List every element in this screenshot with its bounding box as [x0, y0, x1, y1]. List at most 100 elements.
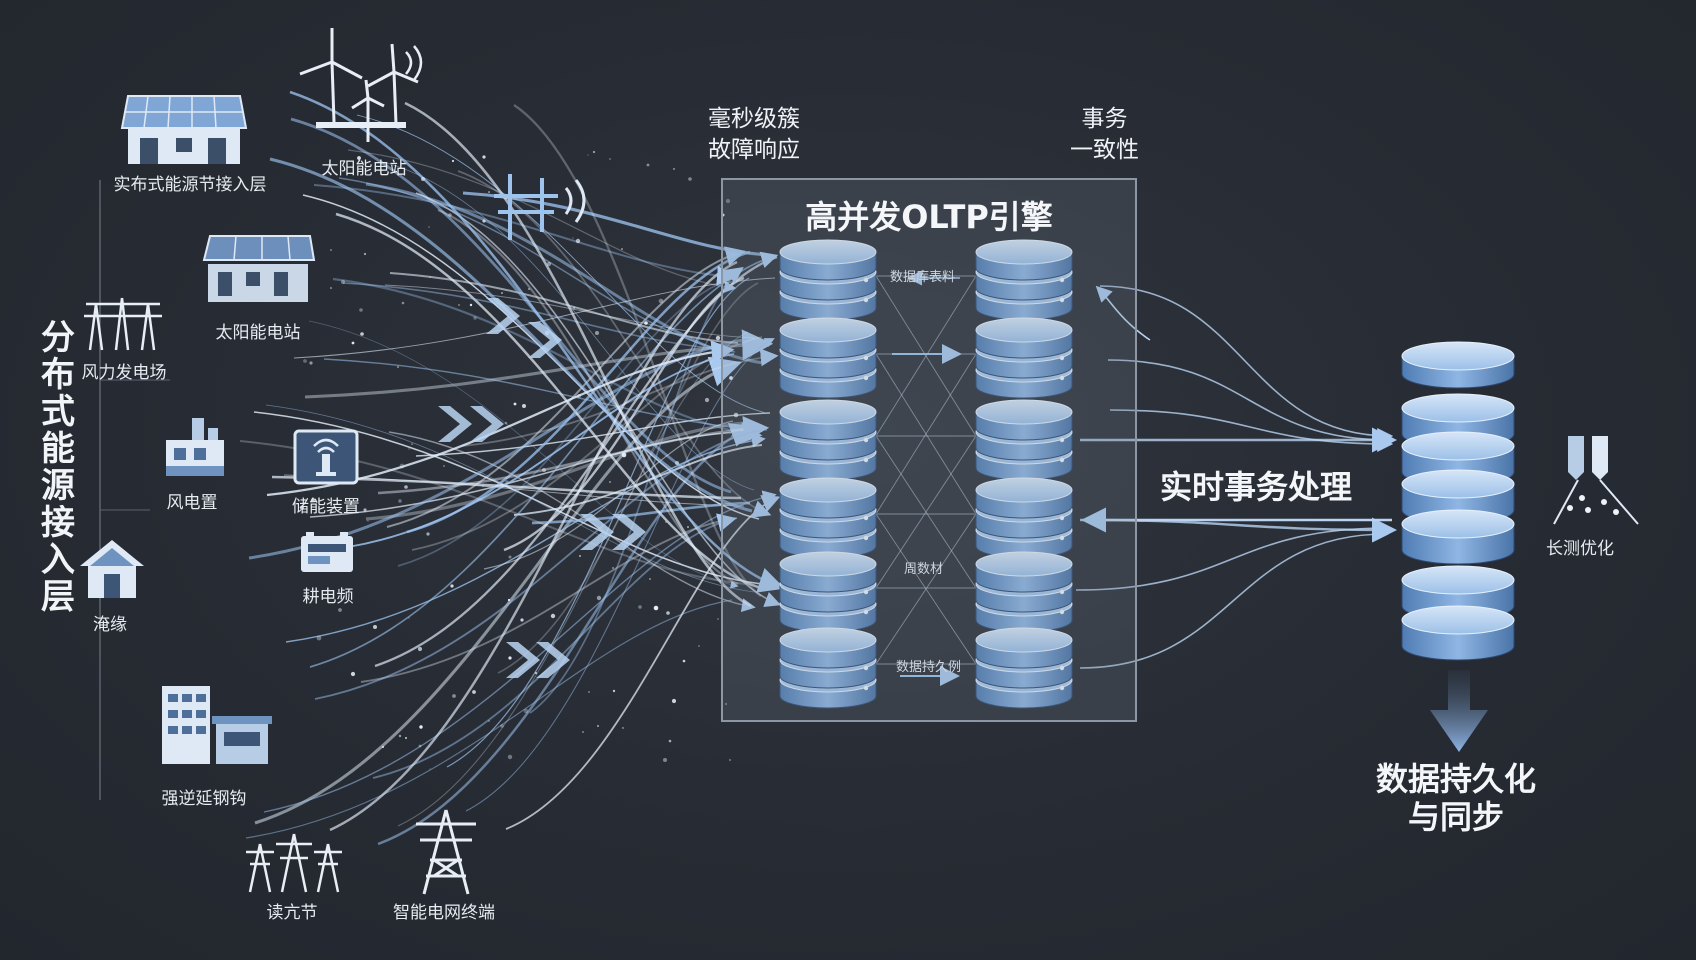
db-node — [779, 239, 877, 321]
flow-chevron — [528, 322, 562, 358]
flow-spark — [588, 691, 590, 693]
engine-label-top: 数据库表料 — [890, 270, 956, 285]
flow-spark — [644, 321, 648, 325]
db-led — [1059, 515, 1065, 521]
flow-spark — [443, 465, 445, 467]
flow-chevron — [470, 406, 504, 442]
storage-cluster — [1401, 341, 1515, 661]
flow-spark — [452, 694, 456, 698]
db-layer — [975, 399, 1073, 441]
flow-spark — [731, 435, 733, 437]
db-disk-top — [779, 477, 877, 503]
flow-spark — [698, 645, 700, 647]
flow-spark — [399, 463, 405, 469]
flow-streak — [323, 358, 768, 431]
db-node — [975, 551, 1073, 633]
flow-spark — [609, 158, 611, 160]
flow-spark — [418, 744, 422, 748]
flow-spark — [508, 656, 512, 660]
flow-spark — [704, 397, 710, 403]
flow-spark — [725, 198, 731, 204]
flow-streak — [404, 101, 752, 608]
cluster-link — [1099, 285, 1394, 444]
persist-down-arrow — [1430, 670, 1488, 752]
flow-spark — [682, 659, 686, 663]
flow-spark — [309, 361, 313, 365]
flow-streak — [313, 184, 737, 286]
flow-spark — [350, 671, 356, 677]
db-disk-top — [975, 627, 1073, 653]
flow-streak — [265, 404, 755, 593]
flow-streak — [269, 157, 753, 513]
flow-spark — [338, 608, 342, 612]
flow-spark — [622, 727, 624, 729]
db-node — [975, 477, 1073, 559]
flow-spark — [404, 485, 408, 489]
db-led — [863, 685, 869, 691]
flow-spark — [523, 708, 529, 714]
flow-spark — [534, 671, 538, 675]
flow-spark — [717, 618, 719, 620]
engine-link — [875, 435, 977, 589]
cluster-disk — [1401, 509, 1515, 565]
flow-streak — [293, 277, 776, 359]
db-led — [1059, 665, 1065, 671]
db-node — [779, 477, 877, 559]
home-label: 淹缘 — [93, 615, 127, 635]
db-disk-top — [779, 399, 877, 425]
flow-spark — [663, 758, 667, 762]
db-disk-top — [975, 551, 1073, 577]
db-led — [1059, 589, 1065, 595]
flow-spark — [469, 303, 473, 307]
flow-chevron — [506, 642, 540, 678]
buildings-label: 强逆延钢钩 — [161, 789, 247, 809]
flow-spark — [646, 163, 650, 167]
wind-turbine-icon — [299, 28, 423, 142]
db-led — [863, 437, 869, 443]
flow-spark — [482, 485, 484, 487]
db-led — [863, 277, 869, 283]
flow-spark — [596, 595, 602, 601]
db-led — [1059, 609, 1065, 615]
db-layer — [779, 627, 877, 669]
flow-spark — [363, 252, 367, 256]
flow-streak — [253, 411, 763, 585]
optimization-icon — [1553, 436, 1639, 525]
flow-spark — [359, 308, 363, 312]
engine-links — [875, 270, 977, 686]
flow-chevron — [438, 406, 472, 442]
oltp-engine-panel: 高并发OLTP引擎 — [721, 178, 1137, 722]
flow-streak — [309, 251, 779, 668]
db-disk-top — [1401, 565, 1515, 595]
flow-streak — [254, 356, 742, 825]
flow-spark — [303, 359, 307, 363]
db-layer — [975, 317, 1073, 359]
db-led — [863, 515, 869, 521]
db-disk-top — [1401, 469, 1515, 499]
meter-label: 耕电频 — [302, 587, 354, 607]
flow-spark — [675, 461, 679, 465]
flow-spark — [576, 393, 582, 399]
db-led — [863, 535, 869, 541]
flow-spark — [595, 331, 599, 335]
flow-streak — [389, 272, 739, 344]
flow-spark — [587, 154, 589, 156]
flow-spark — [357, 156, 361, 160]
db-led — [863, 375, 869, 381]
flow-spark — [411, 443, 413, 445]
consistency-note-line2: 一致性 — [1070, 137, 1139, 163]
flow-spark — [638, 605, 642, 609]
flow-spark — [671, 698, 677, 704]
flow-spark — [677, 501, 681, 505]
access-layer-title: 分布式能源接入层 — [41, 318, 75, 617]
flow-spark — [373, 625, 377, 629]
db-column-left — [779, 239, 877, 709]
flow-spark — [501, 292, 503, 294]
flow-spark — [330, 287, 332, 289]
cluster-disk — [1401, 341, 1515, 389]
flow-streak — [365, 421, 745, 521]
flow-spark — [597, 725, 599, 727]
db-node — [779, 399, 877, 481]
